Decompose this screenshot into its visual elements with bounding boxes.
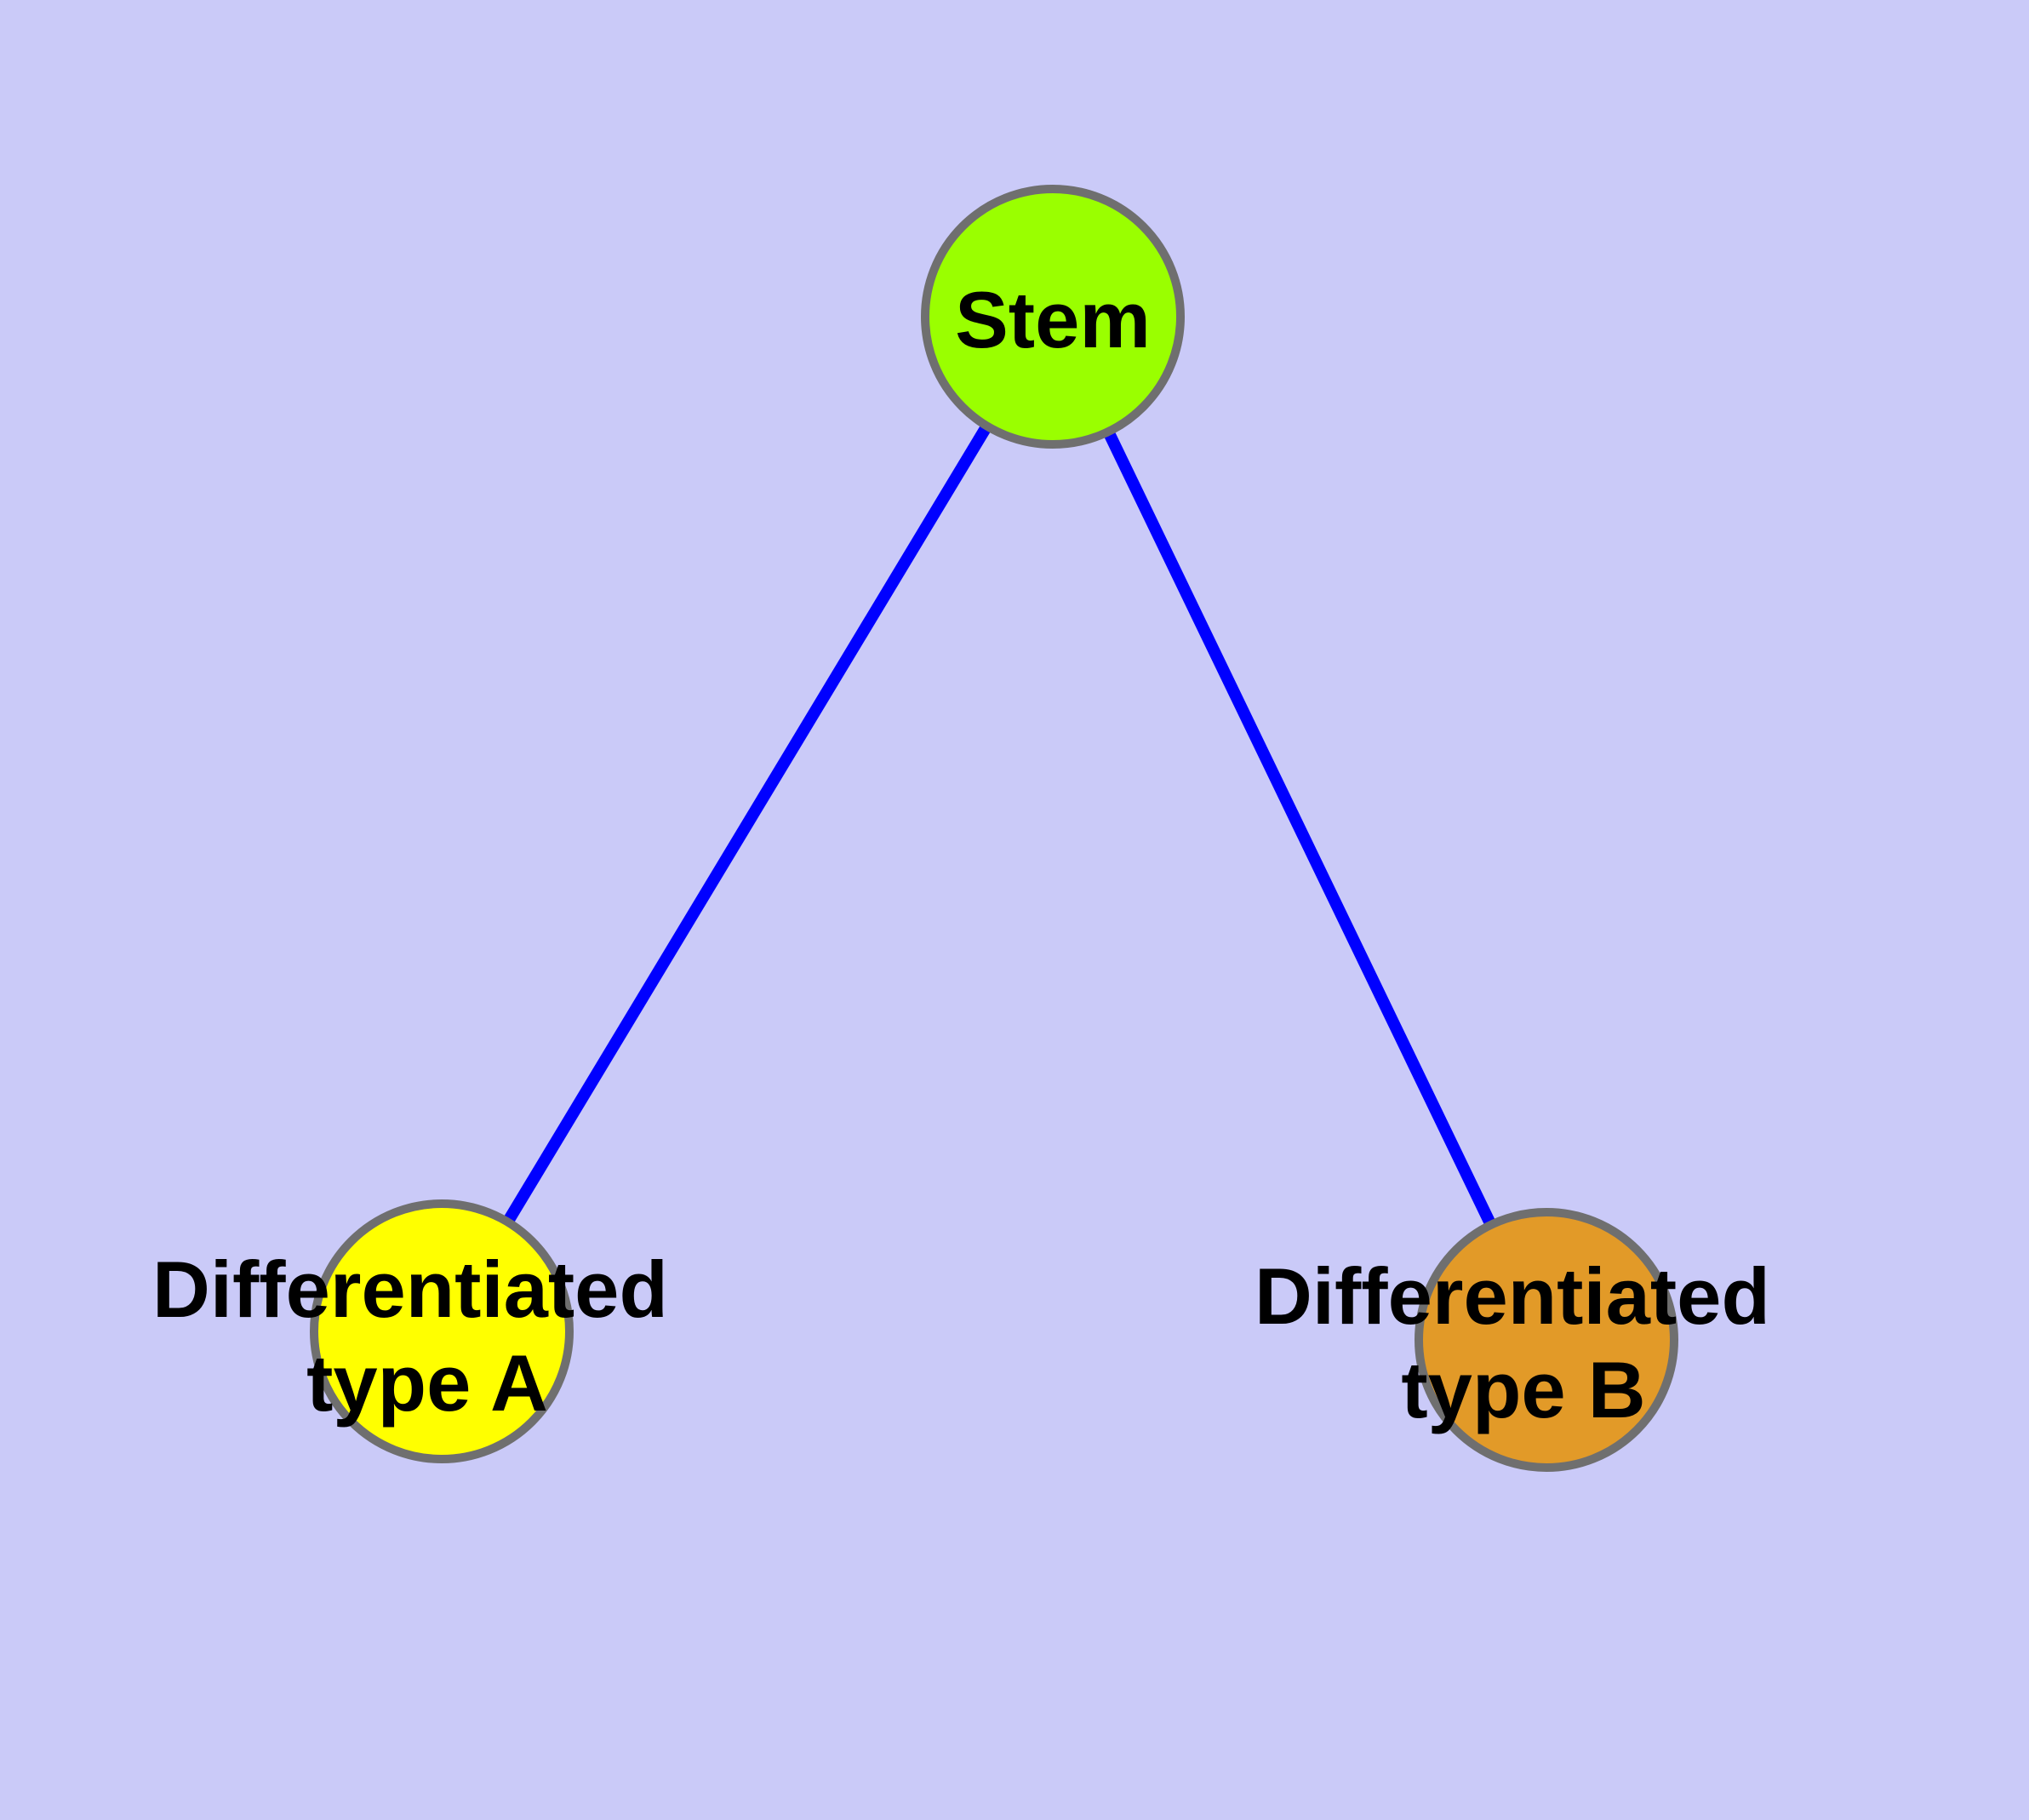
node-stem xyxy=(921,185,1185,449)
node-type-a-label-line-2: type A xyxy=(306,1338,548,1428)
node-stem-label: Stem xyxy=(955,275,1151,364)
edge-stem-to-type-a xyxy=(437,313,1058,1335)
node-type-b-label-line-1: Differentiated xyxy=(1255,1251,1770,1341)
node-type-a-label: Differentiated type A xyxy=(152,1245,690,1428)
node-type-b-label-line-2: type B xyxy=(1401,1345,1645,1434)
node-differentiated-type-b xyxy=(1415,1208,1678,1472)
node-differentiated-type-a xyxy=(310,1199,574,1463)
node-type-a-label-line-1: Differentiated xyxy=(152,1245,668,1334)
edge-stem-to-type-b xyxy=(1047,313,1552,1343)
node-type-b-label: Differentiated type B xyxy=(1255,1251,1792,1434)
